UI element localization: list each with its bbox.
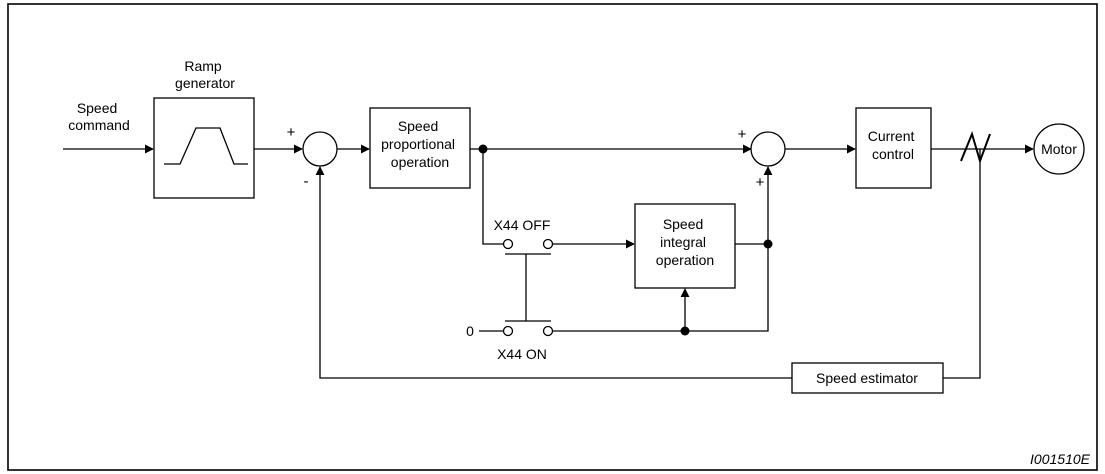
- speed-estimator-block: [791, 362, 944, 394]
- x44-on-contact-right: [542, 325, 554, 337]
- ramp-shape-icon: [164, 127, 248, 165]
- speed-integral-label: Speed integral operation: [656, 216, 714, 268]
- summing-junction-2: [750, 131, 786, 167]
- reset-node: [680, 326, 690, 336]
- ramp-generator-label: Ramp generator: [175, 58, 235, 91]
- sum1-minus-sign: -: [304, 173, 309, 190]
- figure-frame: [7, 3, 1098, 471]
- estimator-input-line: [943, 149, 981, 379]
- branch-to-x44-off-line: [482, 149, 503, 245]
- inverter-symbol-icon: [960, 130, 991, 165]
- summing-junction-1: [302, 131, 338, 167]
- current-control-block: [855, 107, 932, 189]
- speed-proportional-label: Speed proportional operation: [381, 118, 459, 170]
- motor-label: Motor: [1041, 141, 1077, 157]
- ramp-generator-block: [153, 97, 255, 199]
- sum1-plus-sign: +: [287, 124, 296, 141]
- speed-estimator-label: Speed estimator: [816, 370, 918, 386]
- speed-proportional-block: [369, 107, 471, 189]
- x44-off-contact-left: [502, 238, 514, 250]
- current-control-label: Current control: [868, 128, 919, 162]
- sum2-plus-bottom-sign: +: [756, 174, 765, 191]
- motor-circle: [1033, 123, 1085, 175]
- speed-integral-block: [634, 203, 736, 289]
- speed-command-label: Speed command: [68, 100, 129, 133]
- sum2-plus-left-sign: +: [738, 126, 747, 143]
- zero-input-label: 0: [466, 323, 474, 339]
- speed-feedback-line: [315, 166, 792, 379]
- figure-id: I001510E: [1030, 451, 1091, 467]
- integral-feedback-line: [553, 244, 769, 332]
- x44-off-contact-right: [542, 238, 554, 250]
- x44-on-label: X44 ON: [497, 346, 547, 362]
- x44-off-label: X44 OFF: [494, 217, 551, 233]
- x44-on-contact-left: [502, 325, 514, 337]
